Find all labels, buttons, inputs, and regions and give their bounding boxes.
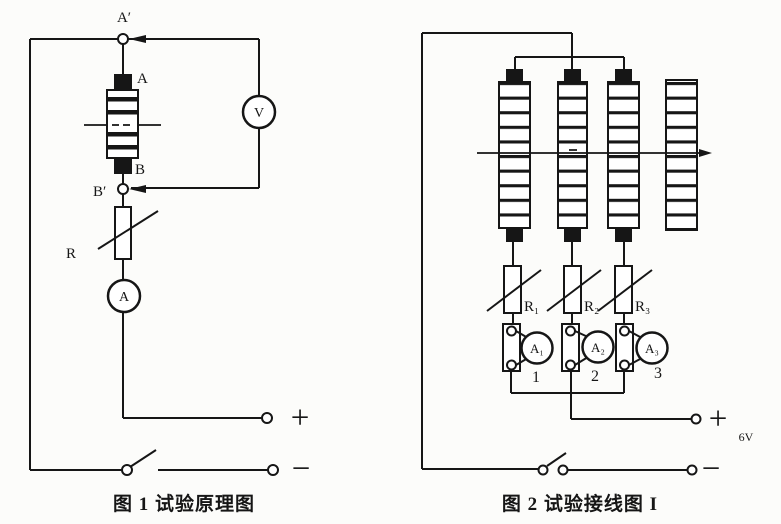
fig2-ammeter-1-label: A₁ xyxy=(530,341,544,356)
fig2-position-2-label: 2 xyxy=(591,368,599,385)
fig2-plug-socket-bottom-2 xyxy=(565,359,576,371)
fig1-positive-sign: + xyxy=(291,400,310,436)
fig2-ammeter-2 xyxy=(581,330,615,364)
fig2-axis-arrowhead xyxy=(699,149,712,157)
fig2-ammeter-3 xyxy=(635,331,669,365)
fig1-specimen-stripes xyxy=(108,97,137,150)
fig1-node-a-prime xyxy=(117,33,129,45)
fig1-switch-blade xyxy=(129,449,157,468)
fig2-rheostat-1-label: R₁ xyxy=(524,299,539,315)
fig2-position-3-label: 3 xyxy=(654,365,662,382)
fig2-plug-socket-bottom-1 xyxy=(506,359,517,371)
fig2-plug-block-2 xyxy=(561,323,580,372)
fig2-reference-axis xyxy=(477,149,703,154)
fig1-electrode-cap-a xyxy=(114,74,132,90)
fig2-ammeter-3-label: A₃ xyxy=(645,341,659,356)
fig1-electrode-cap-b xyxy=(114,158,132,174)
fig2-voltage-label: 6V xyxy=(739,430,754,444)
fig2-rheostat-2-slash xyxy=(546,269,602,312)
fig2-negative-terminal xyxy=(686,464,698,476)
fig2-element-cap-top-2 xyxy=(564,69,581,83)
fig2-element-caps xyxy=(506,69,632,242)
fig2-positive-terminal xyxy=(690,413,702,425)
fig2-rheostat-1-slash xyxy=(486,269,542,312)
fig2-rheostat-3 xyxy=(614,265,633,314)
fig2-plug-socket-bottom-3 xyxy=(619,359,630,371)
fig2-element-cap-top-1 xyxy=(506,69,523,83)
fig2-switch-blade xyxy=(546,452,567,467)
fig2-rheostat-2 xyxy=(563,265,582,314)
fig2-element-4-spare xyxy=(665,79,698,231)
figure1-caption: 图 1 试验原理图 xyxy=(113,492,255,515)
fig1-negative-terminal xyxy=(267,464,279,476)
fig2-plug-socket-top-3 xyxy=(619,325,630,337)
fig2-plug-socket-top-1 xyxy=(506,325,517,337)
fig1-node-b-prime xyxy=(117,183,129,195)
fig1-electrode-top-label: A xyxy=(137,71,148,87)
figure2-wiring-diagram: R₁ R₂ R₃ A₁ A₂ A₃ 1 2 3 + 6V − 图 2 试验接线图… xyxy=(421,32,754,515)
fig2-positive-sign: + xyxy=(709,401,728,437)
fig2-element-cap-bottom-1 xyxy=(506,228,523,242)
fig1-electrode-bottom-label: B xyxy=(135,162,145,178)
fig1-negative-sign: − xyxy=(292,451,311,487)
fig2-element-cap-bottom-3 xyxy=(615,228,632,242)
fig1-ammeter xyxy=(106,278,142,314)
fig1-voltmeter-label: V xyxy=(254,106,264,121)
fig2-ammeter-links xyxy=(515,330,643,366)
fig2-switch-contact-left xyxy=(537,464,549,476)
fig2-switch-contact-right xyxy=(557,464,569,476)
fig1-rheostat-slash xyxy=(97,210,159,250)
fig2-element-2 xyxy=(557,81,588,229)
fig2-plug-block-1 xyxy=(502,323,521,372)
fig2-element-cap-bottom-2 xyxy=(564,228,581,242)
figure2-caption: 图 2 试验接线图 I xyxy=(502,492,658,515)
fig1-voltmeter xyxy=(241,94,277,130)
fig1-rheostat-label: R xyxy=(66,246,76,262)
fig2-rheostat-3-label: R₃ xyxy=(635,299,650,315)
fig2-rheostat-2-label: R₂ xyxy=(584,299,599,315)
fig1-node-bottom-label: B′ xyxy=(93,184,106,200)
fig2-rheostat-1 xyxy=(503,265,522,314)
fig2-column-wires xyxy=(510,242,691,420)
fig2-wires xyxy=(421,32,687,471)
fig2-position-1-label: 1 xyxy=(532,369,540,386)
fig2-element-1 xyxy=(498,81,531,229)
fig1-arrowhead-bottom xyxy=(129,185,146,193)
fig2-element-3 xyxy=(607,81,640,229)
fig1-switch-contact xyxy=(121,464,133,476)
fig1-arrowhead-top xyxy=(129,35,146,43)
fig1-node-top-label: A′ xyxy=(117,10,131,26)
fig2-element-cap-top-3 xyxy=(615,69,632,83)
fig2-negative-sign: − xyxy=(702,451,721,487)
fig2-ammeter-2-label: A₂ xyxy=(591,340,605,355)
fig2-plug-socket-top-2 xyxy=(565,325,576,337)
fig1-voltmeter-branch xyxy=(131,39,260,189)
figure1-principle-diagram: A′ A B B′ V R A + − 图 1 试验原理图 xyxy=(29,10,311,515)
fig2-plug-block-3 xyxy=(615,323,634,372)
fig2-rheostat-3-slash xyxy=(597,269,653,312)
fig2-ammeter-1 xyxy=(520,331,554,365)
fig1-positive-terminal xyxy=(261,412,273,424)
fig1-ammeter-label: A xyxy=(119,290,130,305)
